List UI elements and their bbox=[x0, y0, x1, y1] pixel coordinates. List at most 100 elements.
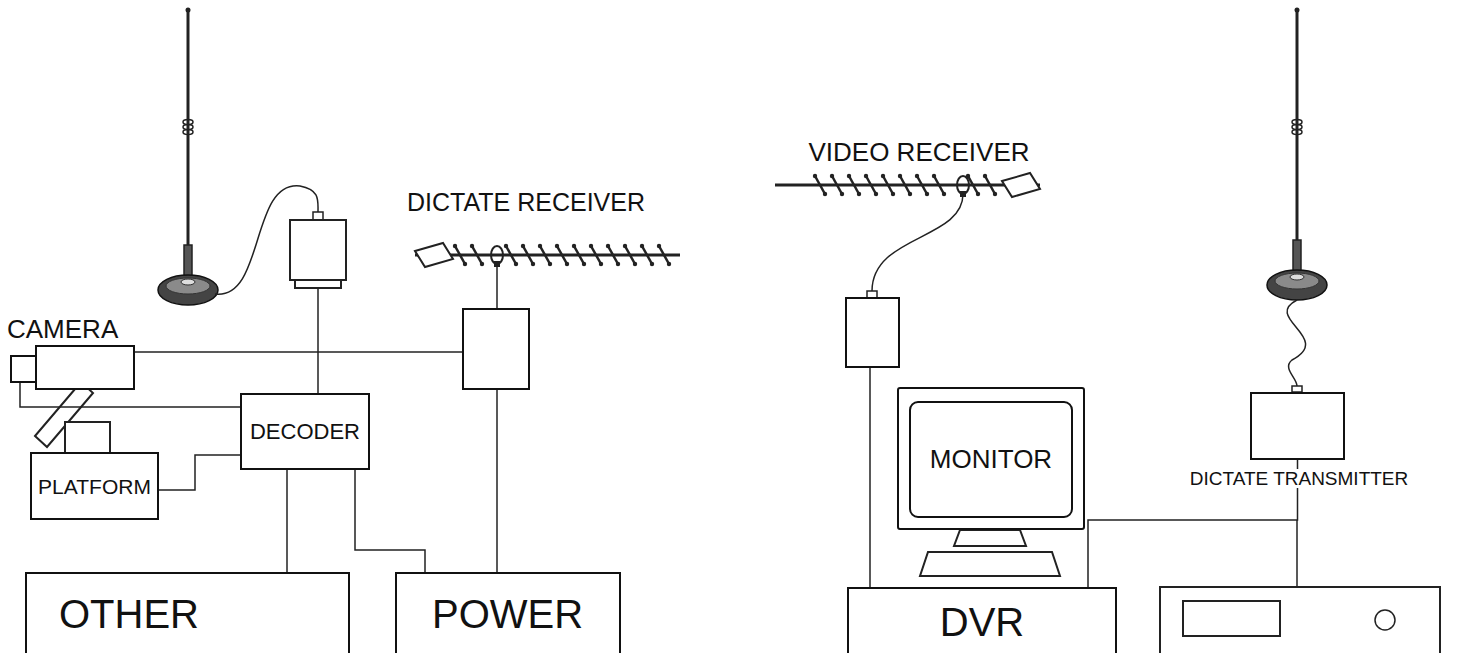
camera-body bbox=[35, 345, 135, 390]
wire-connector bbox=[869, 368, 871, 587]
video-receiver-antenna-element bbox=[900, 176, 910, 194]
video-receiver-antenna-element-tip bbox=[823, 192, 827, 196]
video-receiver-antenna-element-tip bbox=[830, 174, 834, 178]
antenna-cable bbox=[1287, 300, 1306, 386]
right-whip-antenna-mast bbox=[1293, 240, 1301, 272]
wire-connector bbox=[159, 455, 240, 490]
dictate-receiver-antenna-element-tip bbox=[616, 262, 620, 266]
dictate-receiver-antenna-element-tip bbox=[514, 262, 518, 266]
wire-connector bbox=[496, 390, 498, 572]
dictate-receiver-antenna-element bbox=[472, 246, 482, 264]
component-label: CAMERA bbox=[4, 316, 121, 342]
power-box: POWER bbox=[395, 572, 621, 653]
dictate-receiver-antenna-element bbox=[591, 246, 601, 264]
wire-connector bbox=[286, 470, 288, 572]
dictate-receiver-antenna-element-tip bbox=[555, 244, 559, 248]
video-receiver-antenna-element-tip bbox=[983, 174, 987, 178]
video-receiver-antenna-element bbox=[866, 176, 876, 194]
video-receiver: VIDEO RECEIVER bbox=[845, 297, 900, 368]
right-whip-antenna-tip bbox=[1295, 8, 1300, 13]
video-receiver-antenna-element bbox=[985, 176, 995, 194]
dictate-receiver-antenna-element bbox=[523, 246, 533, 264]
component-label: DICTATE TRANSMITTER bbox=[1187, 469, 1412, 488]
dictate-receiver-antenna-element bbox=[574, 246, 584, 264]
decoder-box: DECODER bbox=[240, 393, 370, 470]
dictate-receiver-antenna-element-tip bbox=[599, 262, 603, 266]
video-receiver-antenna-element-tip bbox=[942, 192, 946, 196]
video-receiver-antenna-element bbox=[849, 176, 859, 194]
other-box: OTHER bbox=[25, 572, 350, 653]
dictate-receiver-antenna-element bbox=[625, 246, 635, 264]
dictate-receiver-antenna-element-tip bbox=[521, 244, 525, 248]
dictate-receiver-antenna-element-tip bbox=[531, 262, 535, 266]
camera-lens bbox=[10, 355, 37, 383]
connector bbox=[295, 280, 341, 288]
monitor: MONITOR bbox=[897, 387, 1085, 530]
monitor-neck bbox=[954, 530, 1026, 546]
video-receiver-antenna-element-tip bbox=[813, 174, 817, 178]
right-whip-antenna-base-top bbox=[1275, 273, 1319, 289]
platform-box: PLATFORM bbox=[30, 452, 159, 520]
dictate-receiver-antenna-element-tip bbox=[667, 262, 671, 266]
video-receiver-antenna-element bbox=[883, 176, 893, 194]
left-whip-antenna-mast bbox=[184, 245, 192, 277]
video-receiver-antenna-element-tip bbox=[932, 174, 936, 178]
left-whip-antenna-base-cap bbox=[181, 279, 195, 285]
video-receiver-antenna-element-tip bbox=[976, 192, 980, 196]
left-whip-antenna-coil bbox=[183, 130, 193, 135]
wire bbox=[1296, 520, 1298, 587]
video-receiver-antenna-element-tip bbox=[847, 174, 851, 178]
box-label: MONITOR bbox=[930, 446, 1052, 472]
video-receiver-antenna-element bbox=[934, 176, 944, 194]
dictate-receiver-antenna-element-tip bbox=[582, 262, 586, 266]
video-receiver-antenna-element bbox=[832, 176, 842, 194]
dictate-receiver-antenna-element bbox=[455, 246, 465, 264]
dvr-box: DVR bbox=[847, 587, 1117, 653]
controller-knob bbox=[1375, 610, 1395, 630]
dictate-receiver-antenna-element-tip bbox=[453, 244, 457, 248]
box-label: DVR bbox=[940, 602, 1024, 642]
dictate-receiver-antenna-element-tip bbox=[589, 244, 593, 248]
component-label: DICTATE RECEIVER bbox=[404, 190, 648, 215]
right-whip-antenna-base-cap bbox=[1290, 274, 1304, 280]
camera: CAMERA bbox=[10, 345, 135, 390]
dictate-receiver-antenna-element bbox=[642, 246, 652, 264]
dictate-receiver-antenna-plate bbox=[415, 243, 453, 267]
dictate-receiver-antenna-element bbox=[557, 246, 567, 264]
video-receiver-antenna-element-tip bbox=[864, 174, 868, 178]
right-whip-antenna-rod bbox=[1296, 10, 1299, 245]
dictate-receiver-antenna-element-tip bbox=[572, 244, 576, 248]
video-receiver-antenna-plate bbox=[1002, 173, 1040, 197]
wire-connector bbox=[135, 351, 462, 353]
box-label: OTHER bbox=[59, 594, 199, 634]
dictate-receiver-antenna-element-tip bbox=[657, 244, 661, 248]
controller-box bbox=[1160, 587, 1440, 653]
dictate-receiver-antenna-element-tip bbox=[504, 244, 508, 248]
left-whip-antenna-tip bbox=[186, 8, 191, 13]
dictate-receiver-antenna-element bbox=[659, 246, 669, 264]
dictate-receiver-antenna-element-tip bbox=[470, 244, 474, 248]
dictate-receiver-antenna-element-tip bbox=[480, 262, 484, 266]
video-receiver-antenna-element bbox=[815, 176, 825, 194]
wire bbox=[317, 288, 319, 393]
video-transmitter-box bbox=[290, 220, 346, 280]
controller-display bbox=[1183, 601, 1280, 636]
right-whip-antenna-base bbox=[1267, 270, 1327, 300]
antenna-cable bbox=[872, 194, 963, 291]
video-receiver-antenna-element-tip bbox=[881, 174, 885, 178]
video-receiver-antenna-element-tip bbox=[898, 174, 902, 178]
dictate-transmitter: DICTATE TRANSMITTER bbox=[1250, 392, 1345, 460]
dictate-receiver-antenna-element-tip bbox=[538, 244, 542, 248]
video-receiver-antenna-element-tip bbox=[874, 192, 878, 196]
video-receiver-antenna-boom bbox=[775, 184, 1040, 187]
antenna-cable bbox=[496, 264, 498, 308]
dictate-receiver-antenna-element-tip bbox=[640, 244, 644, 248]
video-receiver-antenna-element-tip bbox=[857, 192, 861, 196]
monitor-base bbox=[920, 552, 1060, 576]
video-receiver-antenna-element-tip bbox=[925, 192, 929, 196]
dictate-receiver-antenna-element bbox=[608, 246, 618, 264]
